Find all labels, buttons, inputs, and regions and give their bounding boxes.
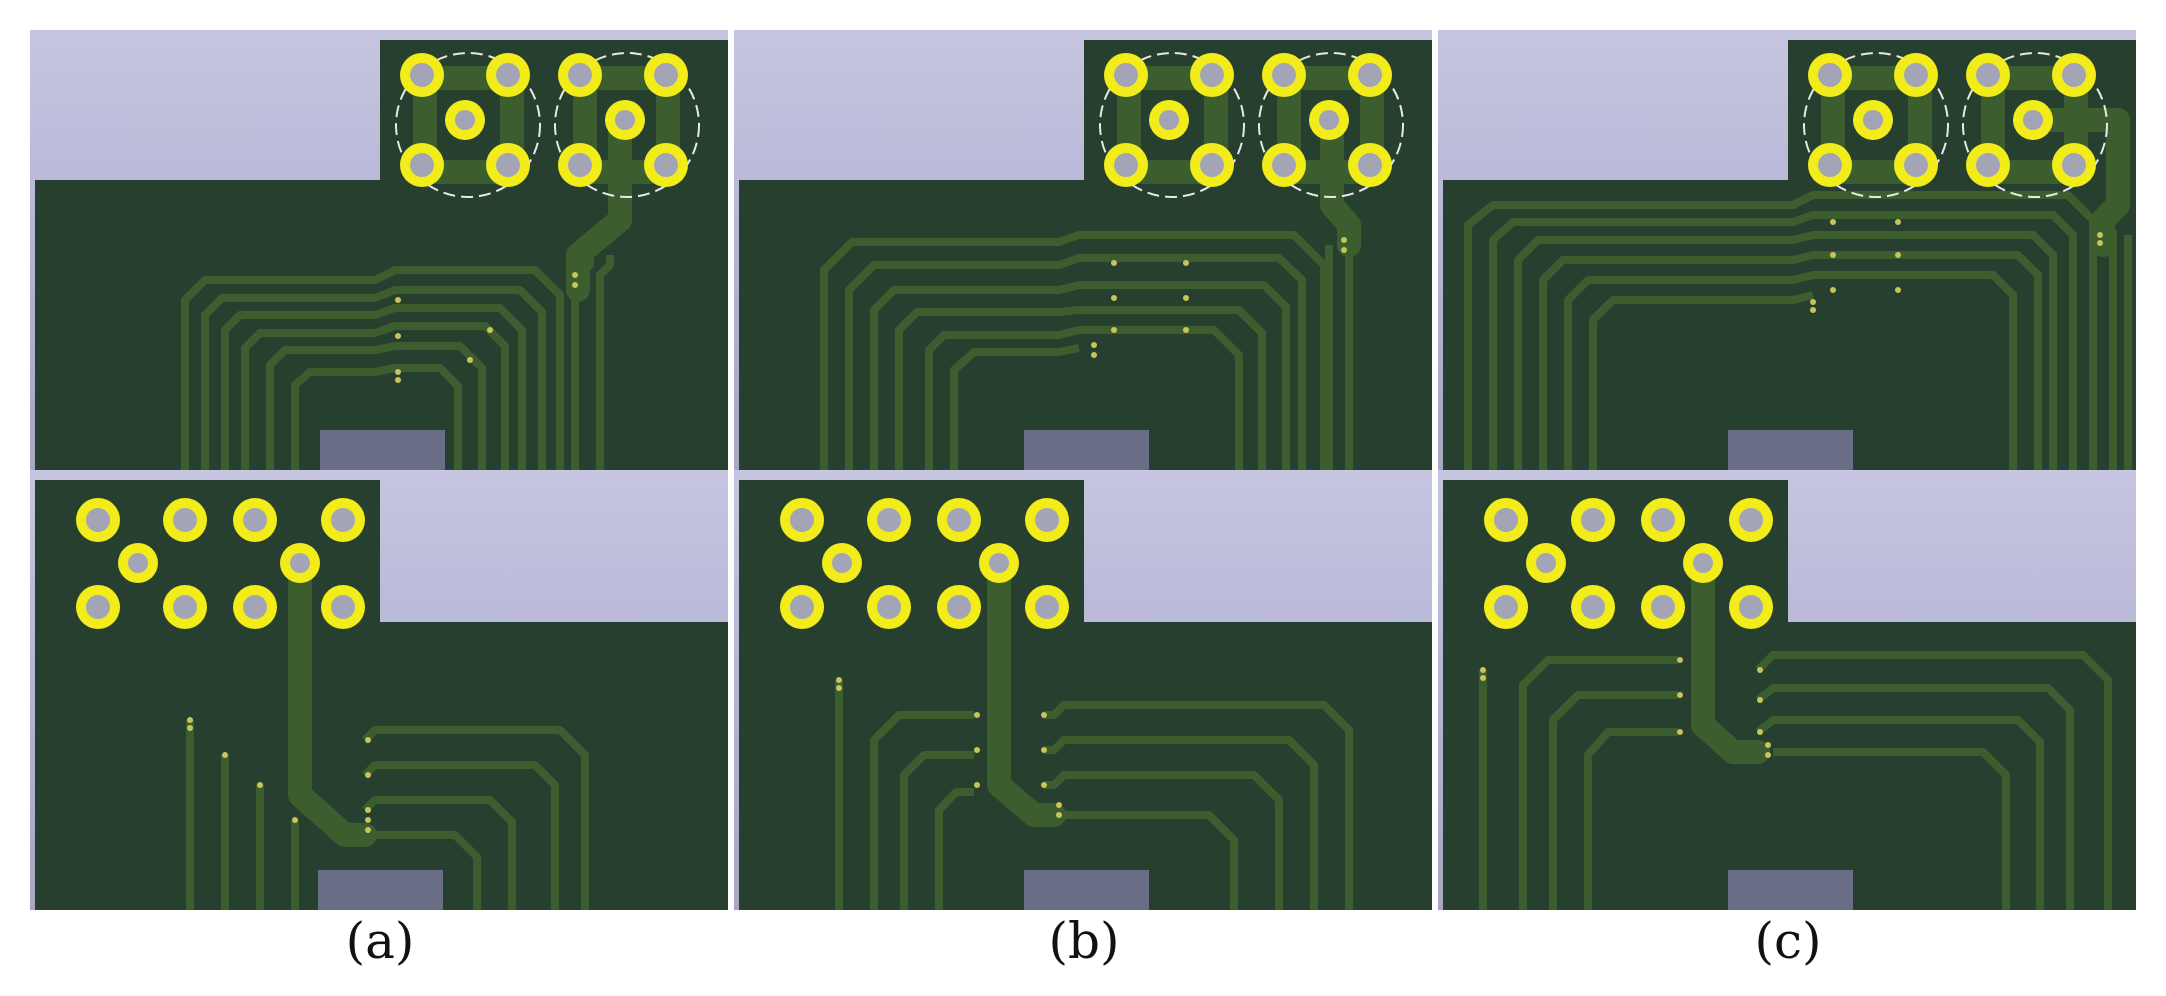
pcb-render-c-top [1443, 40, 2136, 470]
panel-a-bottom [30, 470, 728, 910]
panel-b-bottom [734, 470, 1432, 910]
pcb-render-b-bottom [739, 480, 1432, 910]
pcb-render-c-bottom [1443, 480, 2136, 910]
panel-b-top [734, 30, 1432, 470]
caption-b: (b) [1048, 912, 1120, 970]
pcb-render-a-top [35, 40, 728, 470]
panel-c-bottom [1438, 470, 2136, 910]
caption-c: (c) [1754, 912, 1822, 970]
panel-a-top [30, 30, 728, 470]
caption-a: (a) [345, 912, 415, 970]
panel-c-top [1438, 30, 2136, 470]
pcb-render-b-top [739, 40, 1432, 470]
pcb-render-a-bottom [35, 480, 728, 910]
